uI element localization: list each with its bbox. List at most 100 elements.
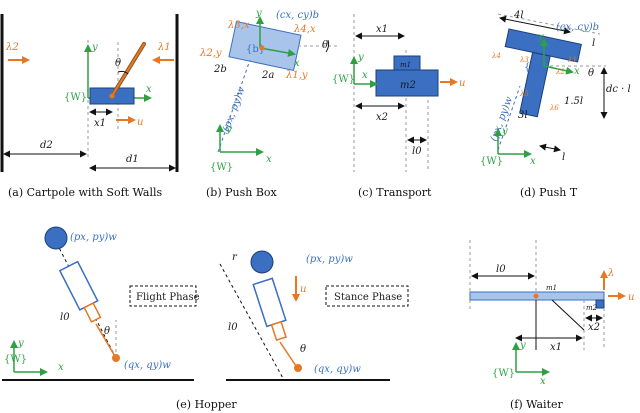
svg-text:l: l [562,152,565,163]
svg-text:x: x [530,156,536,167]
svg-text:{W}: {W} [332,74,355,85]
svg-text:m1: m1 [546,284,557,292]
box-theta-label: θ [322,40,328,51]
t-bar-stem [519,51,551,118]
panel-transport: x1 m1 m2 y x {W} u x2 l0 (c) Transport [332,14,465,199]
svg-text:(px, py)w: (px, py)w [306,254,353,265]
mass-m2 [595,299,605,309]
svg-text:Stance Phase: Stance Phase [334,292,402,303]
svg-text:y: y [17,338,24,349]
pusher-pos-label: (px, py)w [221,85,247,133]
x1-label: x1 [376,24,388,35]
svg-text:y: y [519,340,526,351]
svg-text:m2: m2 [400,80,416,91]
svg-text:4l: 4l [513,10,524,21]
panel-push-box: θ y x {b} (cx, cy)b λ3,x λ4,x λ2,y λ1,y … [199,8,340,199]
svg-text:r: r [232,252,238,263]
svg-text:y: y [537,32,544,43]
panel-waiter: l0 m1 m2 λ u x2 x1 y x {W} (f) Waiter [469,240,634,411]
svg-text:θ: θ [588,68,594,79]
caption-e: (e) Hopper [176,398,237,411]
panel-hopper: (px, py)w l0 θ (qx, qy)w Flight Phase y … [2,226,409,411]
caption-c: (c) Transport [358,186,432,199]
svg-text:l0: l0 [60,312,70,323]
hopper-body [44,226,68,250]
svg-text:1.5l: 1.5l [564,96,583,107]
lambda3x-label: λ3,x [227,20,250,31]
svg-text:u: u [300,284,306,295]
theta-label: θ [115,58,121,69]
svg-text:x: x [58,362,64,373]
svg-text:λ4: λ4 [491,52,501,60]
svg-text:{W}: {W} [492,368,515,379]
svg-text:{b}: {b} [524,62,543,73]
d1-label: d1 [126,154,139,165]
hopper-lower-leg-stance [270,320,287,342]
svg-text:(qx, qy)w: (qx, qy)w [124,360,171,371]
svg-text:y: y [501,126,508,137]
mass-m2 [375,69,439,97]
panel-push-t: 4l (cx, cy)b l y x {b} λ4 λ3 λ2 λ1 λ5 λ6… [480,10,631,199]
svg-text:l: l [592,38,595,49]
two-a-label: 2a [261,70,274,81]
box-frame-label: {b} [246,44,265,55]
svg-text:l0: l0 [412,146,422,157]
svg-text:(cx, cy)b: (cx, cy)b [556,22,599,33]
panel-cartpole: λ2 λ1 y x {W} θ x1 u d2 d1 (a) Cartpole … [0,14,179,199]
caption-d: (d) Push T [520,186,578,199]
flight-phase-box [129,285,197,307]
svg-text:u: u [459,78,465,89]
two-b-label: 2b [213,64,227,75]
x1-label: x1 [94,118,106,129]
box-body [228,20,302,72]
caption-f: (f) Waiter [510,398,564,411]
caption-b: (b) Push Box [206,186,278,199]
box-x-axis [259,47,296,57]
hopper-upper-leg-stance [252,277,287,328]
svg-text:λ5: λ5 [519,90,529,98]
svg-text:l0: l0 [496,264,506,275]
pole-pivot [109,93,115,99]
svg-text:(qx, qy)w: (qx, qy)w [314,364,361,375]
svg-text:3l: 3l [518,110,528,121]
svg-text:θ: θ [104,326,110,337]
svg-text:x: x [294,58,300,69]
svg-text:m2: m2 [586,304,598,312]
lambda2-label: λ2 [5,42,19,53]
lambda4x-label: λ4,x [293,24,316,35]
svg-text:y: y [225,124,232,135]
svg-text:x: x [266,154,272,165]
svg-text:λ6: λ6 [549,104,559,112]
svg-text:{W}: {W} [480,156,503,167]
hopper-lower-leg [83,302,102,323]
y-axis-label: y [91,42,98,53]
svg-text:x1: x1 [550,342,562,353]
world-frame-label: {W} [64,92,87,103]
svg-text:θ: θ [300,344,306,355]
svg-text:λ: λ [607,268,614,279]
svg-text:{W}: {W} [210,162,233,173]
x-axis-label: x [146,84,152,95]
svg-text:Flight Phase: Flight Phase [136,292,200,303]
hopper-body-stance [250,250,274,274]
hopper-upper-leg [58,260,99,311]
u-label: u [137,117,143,128]
svg-text:y: y [357,52,364,63]
lambda1y-label: λ1,y [285,70,308,81]
hopper-foot-stance [294,364,302,372]
svg-text:{W}: {W} [4,354,27,365]
lambda1-label: λ1 [157,42,171,53]
d2-label: d2 [40,140,53,151]
svg-text:λ1: λ1 [567,56,577,64]
caption-a: (a) Cartpole with Soft Walls [8,186,163,199]
svg-text:λ3: λ3 [519,56,529,64]
contact-point-label: (cx, cy)b [276,10,319,21]
svg-text:λ2: λ2 [555,68,565,76]
svg-text:x: x [574,66,580,77]
svg-text:x2: x2 [588,322,600,333]
svg-text:x: x [362,70,368,81]
stance-phase-box [325,285,409,307]
svg-text:(px, py)w: (px, py)w [70,232,117,243]
svg-text:dc · l: dc · l [606,84,631,95]
